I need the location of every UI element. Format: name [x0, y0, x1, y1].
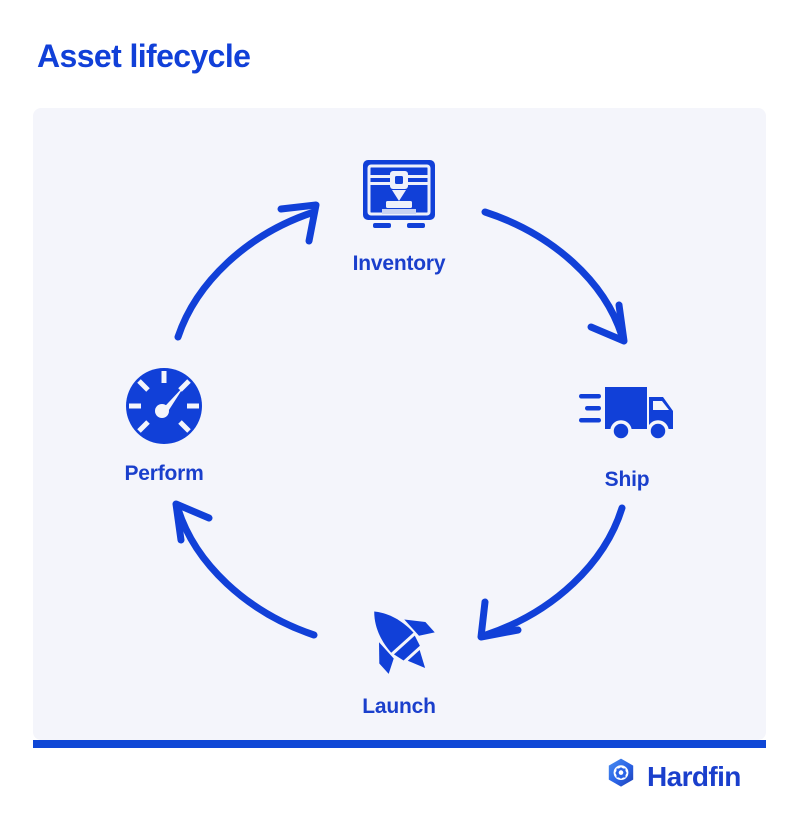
arrow-ship-to-launch: [477, 504, 626, 641]
hardfin-brand-name: Hardfin: [647, 760, 741, 792]
diagram-panel: Inventory Ship: [33, 108, 766, 740]
hardfin-logo: Hardfin: [604, 757, 741, 796]
arrow-launch-to-perform: [172, 500, 318, 639]
cycle-node-label: Perform: [124, 462, 204, 485]
arrow-inventory-to-ship: [481, 208, 628, 345]
hardfin-hexagon-gear-logo-icon: [604, 757, 638, 796]
cycle-node-ship[interactable]: Ship: [527, 366, 727, 492]
arrow-perform-to-inventory: [174, 201, 320, 341]
accent-divider-bar: [33, 740, 766, 748]
3d-printer-icon: [299, 150, 499, 242]
cycle-node-inventory[interactable]: Inventory: [299, 150, 499, 276]
cycle-node-label: Ship: [604, 468, 650, 491]
cycle-node-label: Inventory: [352, 252, 446, 275]
cycle-node-perform[interactable]: Perform: [64, 360, 264, 486]
speedometer-gauge-icon: [64, 360, 264, 452]
rocket-icon: [299, 593, 499, 685]
cycle-node-label: Launch: [362, 695, 436, 718]
cycle-node-launch[interactable]: Launch: [299, 593, 499, 719]
page-title: Asset lifecycle: [37, 38, 251, 74]
delivery-truck-icon: [527, 366, 727, 458]
cycle-arrows: [172, 201, 628, 641]
